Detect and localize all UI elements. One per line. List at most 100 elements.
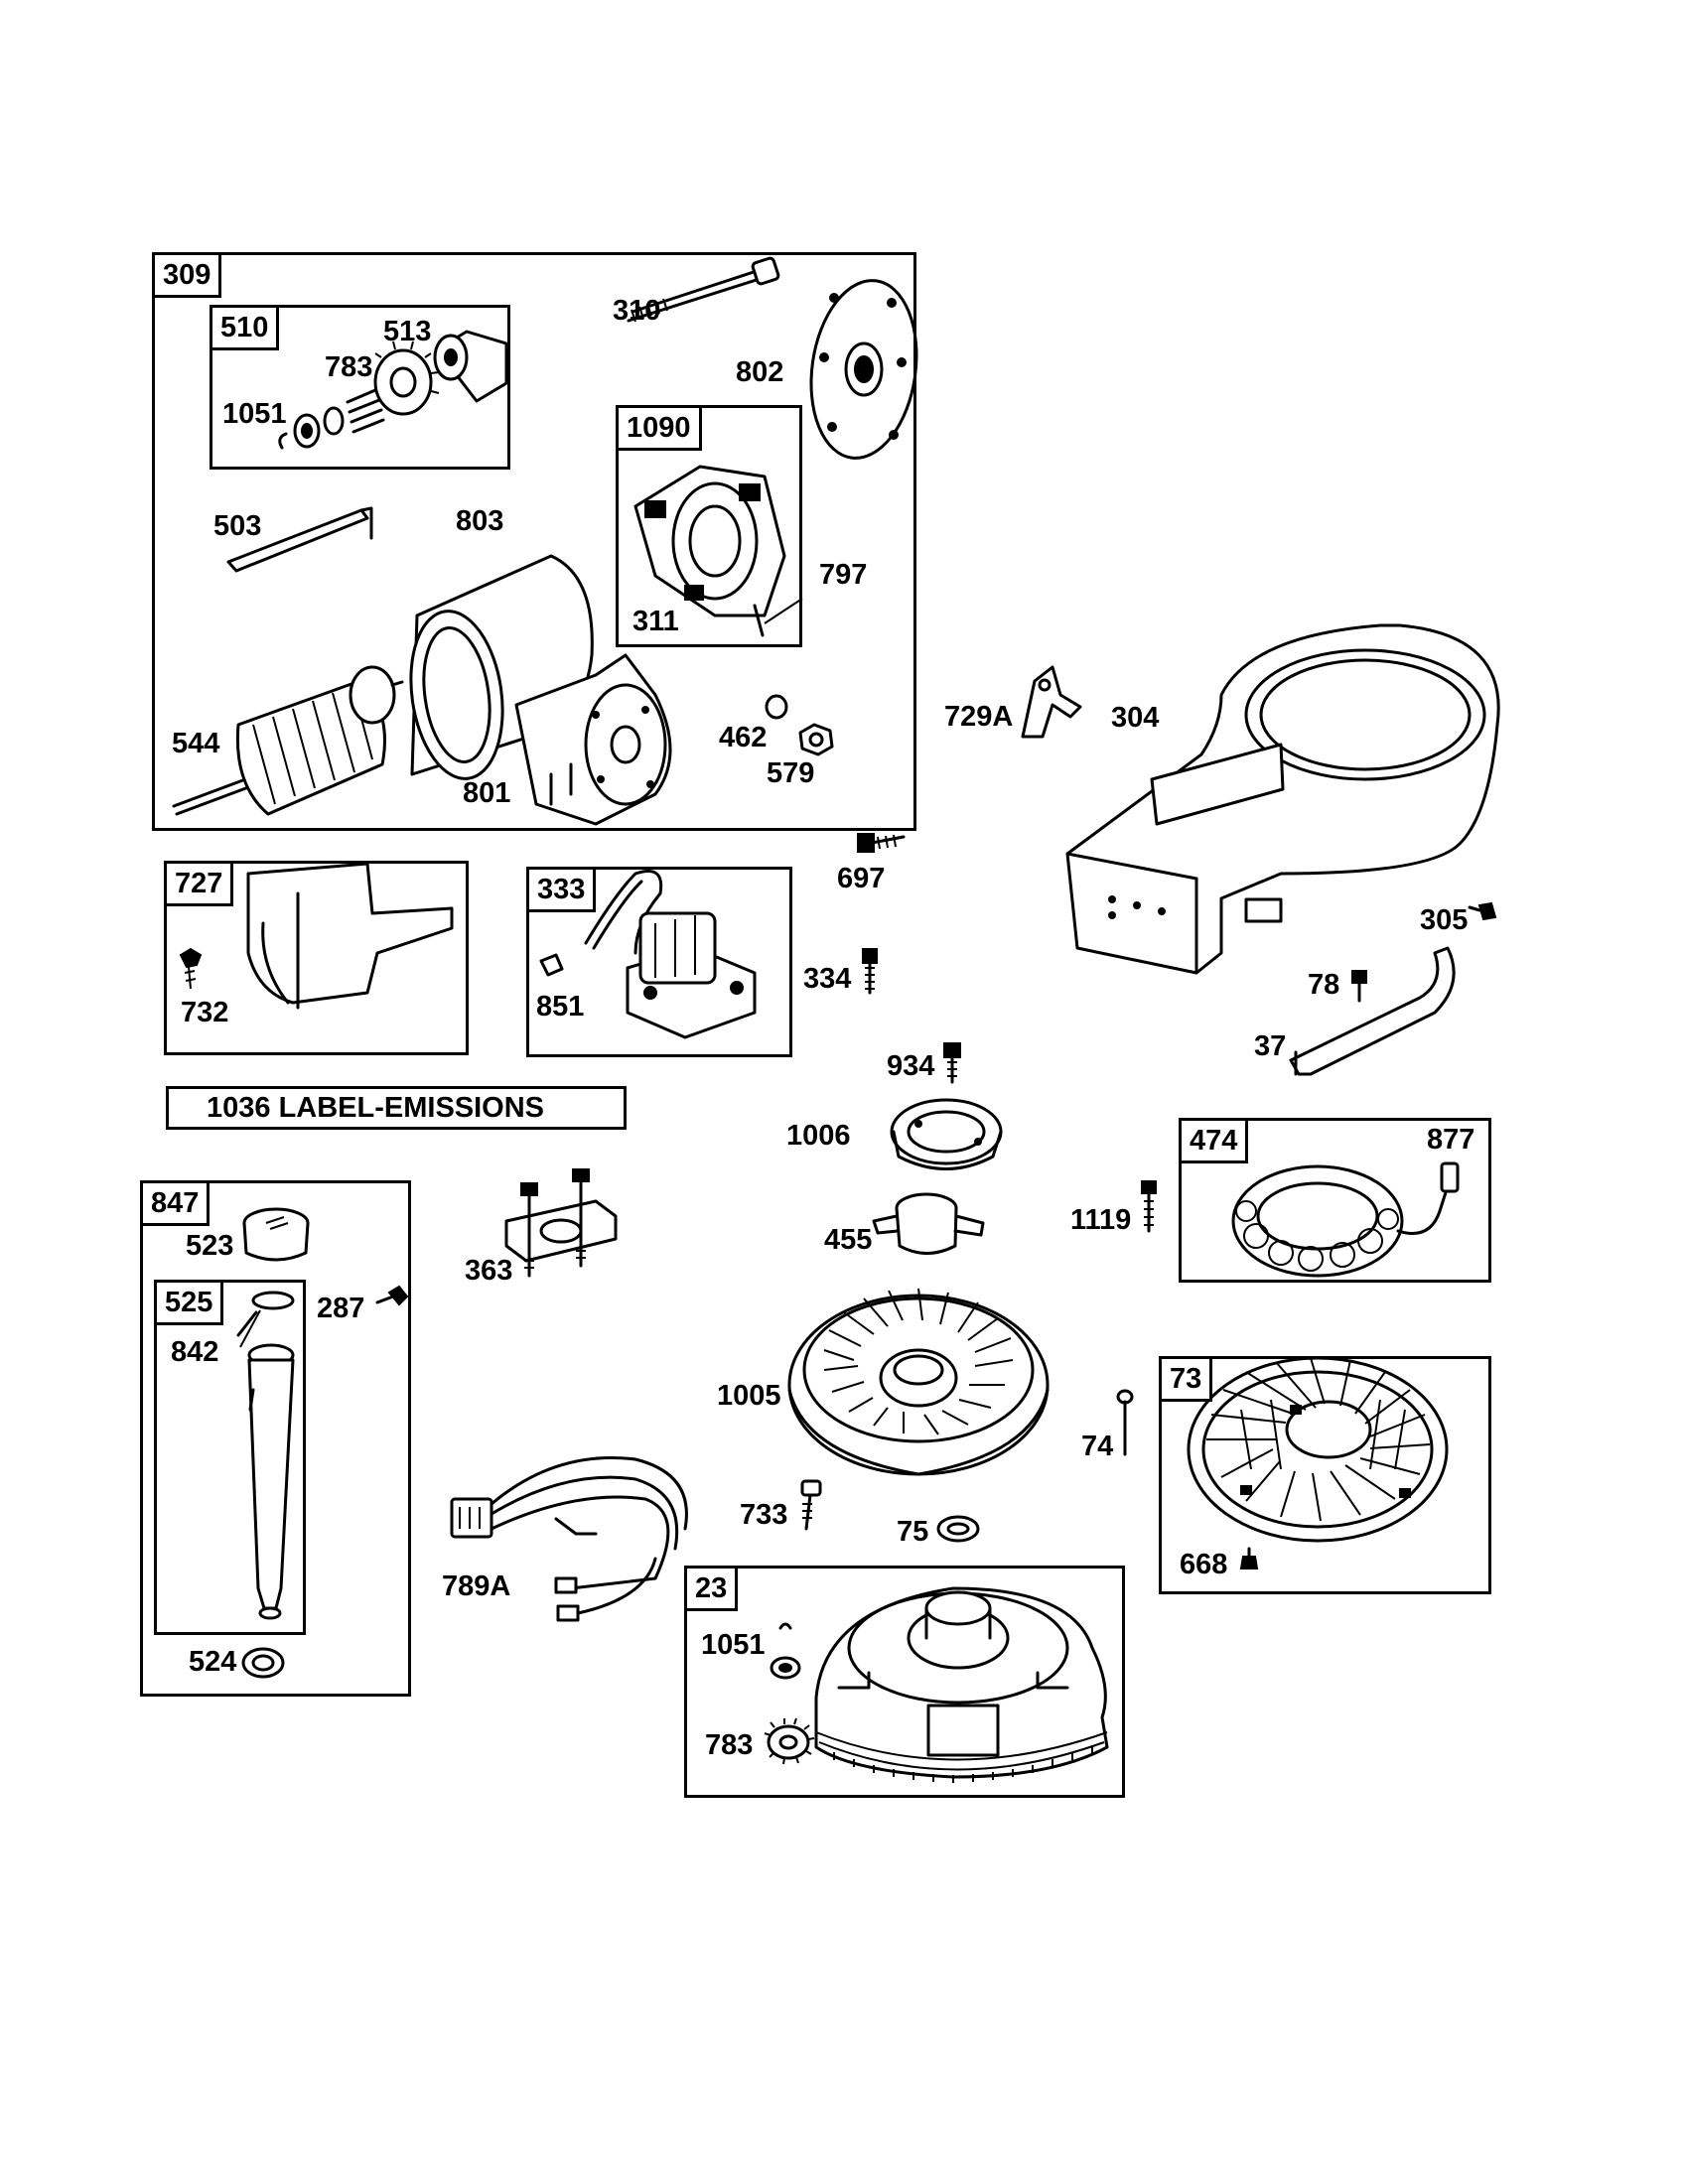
rotating-screen-73-drawing bbox=[1187, 1356, 1449, 1543]
group-box-847: 847 bbox=[140, 1180, 411, 1697]
group-box-73: 73 bbox=[1159, 1356, 1491, 1594]
part-label-78: 78 bbox=[1308, 969, 1340, 1001]
part-label-801: 801 bbox=[463, 777, 511, 809]
part-label-729a: 729A bbox=[944, 701, 1014, 733]
group-tag-727: 727 bbox=[167, 864, 234, 906]
washer-462-drawing bbox=[765, 694, 788, 720]
screw-733-drawing bbox=[800, 1479, 822, 1531]
clip-1051-drawing bbox=[778, 1622, 792, 1630]
group-box-727: 727 bbox=[164, 861, 469, 1055]
group-tag-73: 73 bbox=[1162, 1359, 1213, 1402]
clip-729a-drawing bbox=[1021, 665, 1082, 739]
part-label-334: 334 bbox=[803, 963, 852, 995]
part-label-733: 733 bbox=[740, 1499, 788, 1531]
part-label-524: 524 bbox=[189, 1646, 237, 1678]
part-label-1006: 1006 bbox=[786, 1120, 851, 1152]
screw-78-drawing bbox=[1351, 970, 1367, 1003]
group-box-23: 23 bbox=[684, 1566, 1125, 1798]
baffle-37-drawing bbox=[1289, 946, 1456, 1076]
part-label-311: 311 bbox=[632, 606, 679, 637]
brush-holder-1090-drawing bbox=[633, 465, 786, 637]
part-label-503: 503 bbox=[213, 510, 262, 542]
part-label-513: 513 bbox=[383, 316, 432, 347]
gear-783-drawing bbox=[764, 1717, 815, 1765]
washer-75-drawing bbox=[936, 1515, 980, 1543]
starter-drive-drawing bbox=[278, 330, 508, 450]
wire-harness-789a-drawing bbox=[450, 1455, 688, 1622]
part-label-1051-lower: 1051 bbox=[701, 1629, 766, 1661]
part-label-842: 842 bbox=[171, 1336, 219, 1368]
armature-544-drawing bbox=[172, 665, 404, 816]
screw-305-drawing bbox=[1468, 901, 1497, 921]
part-label-783: 783 bbox=[325, 351, 373, 383]
leader-lines bbox=[239, 598, 803, 1348]
end-cap-801-drawing bbox=[514, 653, 672, 826]
bracket-503-drawing bbox=[226, 508, 369, 573]
part-label-1119: 1119 bbox=[1070, 1204, 1132, 1236]
group-tag-333: 333 bbox=[529, 870, 597, 912]
part-label-544: 544 bbox=[172, 728, 220, 759]
part-label-1051: 1051 bbox=[222, 398, 287, 430]
part-label-697: 697 bbox=[837, 863, 886, 894]
group-tag-1090: 1090 bbox=[619, 408, 702, 451]
alternator-474-drawing bbox=[1231, 1161, 1460, 1278]
group-tag-23: 23 bbox=[687, 1569, 739, 1611]
part-label-363: 363 bbox=[465, 1255, 513, 1287]
part-label-797: 797 bbox=[819, 559, 868, 591]
part-label-1005: 1005 bbox=[717, 1380, 781, 1412]
group-tag-474: 474 bbox=[1182, 1121, 1249, 1163]
group-tag-525: 525 bbox=[157, 1283, 224, 1325]
screw-287-drawing bbox=[387, 1285, 409, 1306]
bolt-74-drawing bbox=[1116, 1389, 1134, 1456]
part-label-934: 934 bbox=[887, 1050, 935, 1082]
group-tag-847: 847 bbox=[143, 1183, 210, 1226]
part-label-75: 75 bbox=[897, 1516, 929, 1548]
part-label-74: 74 bbox=[1081, 1431, 1114, 1462]
part-label-668: 668 bbox=[1180, 1549, 1228, 1580]
cup-455-drawing bbox=[872, 1192, 985, 1255]
screw-697-drawing bbox=[857, 833, 906, 853]
part-label-523: 523 bbox=[186, 1230, 234, 1262]
flywheel-fan-1005-drawing bbox=[787, 1288, 1050, 1476]
nut-579-drawing bbox=[798, 723, 834, 756]
end-plate-802-drawing bbox=[809, 279, 918, 460]
bolt-310-drawing bbox=[627, 256, 780, 323]
group-box-1090: 1090 bbox=[616, 405, 802, 647]
part-label-304: 304 bbox=[1111, 702, 1160, 734]
part-label-783-lower: 783 bbox=[705, 1729, 754, 1761]
part-label-732: 732 bbox=[181, 997, 229, 1028]
label-emissions-box: 1036 LABEL-EMISSIONS bbox=[166, 1086, 627, 1130]
part-label-310: 310 bbox=[613, 295, 661, 327]
part-label-803: 803 bbox=[456, 505, 504, 537]
part-label-37: 37 bbox=[1254, 1030, 1287, 1062]
part-label-455: 455 bbox=[824, 1224, 873, 1256]
screw-1119-drawing bbox=[1141, 1180, 1157, 1233]
group-box-525: 525 bbox=[154, 1280, 306, 1635]
air-guide-727-drawing bbox=[179, 862, 454, 1010]
ignition-coil-333-drawing bbox=[539, 870, 757, 1039]
group-box-510: 510 bbox=[210, 305, 510, 470]
group-box-474: 474 bbox=[1179, 1118, 1491, 1283]
bracket-363-drawing bbox=[504, 1168, 618, 1278]
part-label-305: 305 bbox=[1420, 904, 1469, 936]
washer-1051-drawing bbox=[770, 1656, 801, 1680]
dipstick-tube-847-drawing bbox=[236, 1207, 310, 1679]
screw-934-drawing bbox=[943, 1042, 961, 1084]
group-box-333: 333 bbox=[526, 867, 792, 1057]
group-tag-309: 309 bbox=[155, 255, 222, 298]
part-label-287: 287 bbox=[317, 1293, 365, 1324]
part-label-877: 877 bbox=[1427, 1124, 1475, 1156]
flywheel-23-drawing bbox=[814, 1586, 1109, 1783]
part-label-802: 802 bbox=[736, 356, 784, 388]
plate-1006-drawing bbox=[890, 1098, 1003, 1170]
part-label-462: 462 bbox=[719, 722, 768, 753]
part-label-789a: 789A bbox=[442, 1570, 511, 1602]
screw-668-drawing bbox=[1239, 1556, 1259, 1570]
group-box-309: 309 bbox=[152, 252, 916, 831]
part-label-579: 579 bbox=[767, 757, 815, 789]
blower-housing-304-drawing bbox=[1065, 623, 1500, 975]
part-label-851: 851 bbox=[536, 991, 585, 1023]
screw-334-drawing bbox=[862, 948, 878, 995]
